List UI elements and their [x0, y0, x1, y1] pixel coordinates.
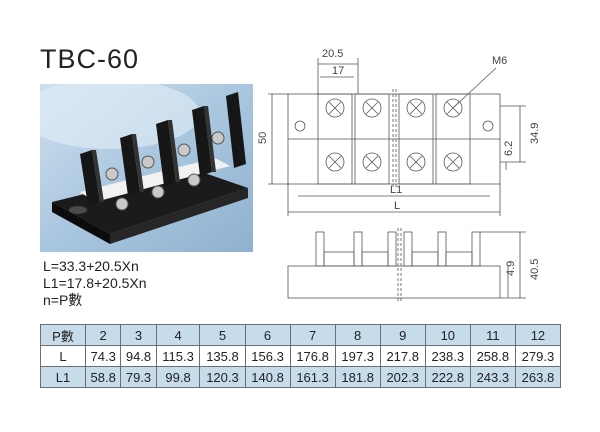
table-row: L1 58.8 79.3 99.8 120.3 140.8 161.3 181.…: [40, 366, 562, 388]
table-cell: 94.8: [120, 345, 157, 367]
table-cell: 99.8: [155, 366, 201, 388]
formula-block: L=33.3+20.5Xn L1=17.8+20.5Xn n=P數: [43, 258, 147, 309]
table-cell: 202.3: [379, 366, 426, 388]
dim-pitch: 20.5: [322, 48, 343, 60]
table-header-cell: 4: [155, 324, 201, 346]
formula-n: n=P數: [43, 292, 83, 308]
table-header-cell: 8: [334, 324, 381, 346]
table-cell: 258.8: [469, 345, 516, 367]
table-row-header: L1: [40, 366, 86, 388]
table-cell: 140.8: [244, 366, 291, 388]
table-header-cell: 6: [244, 324, 291, 346]
dim-6-2: 6.2: [503, 141, 515, 156]
table-header-cell: 5: [199, 324, 246, 346]
product-title: TBC-60: [40, 44, 140, 74]
table-cell: 120.3: [199, 366, 246, 388]
table-cell: 263.8: [514, 366, 562, 388]
table-cell: 238.3: [424, 345, 471, 367]
table-header-cell: 3: [120, 324, 157, 346]
table-cell: 135.8: [199, 345, 246, 367]
table-header-cell: 9: [379, 324, 426, 346]
table-header-cell: 10: [424, 324, 471, 346]
table-header-row: P數 2 3 4 5 6 7 8 9 10 11 12: [40, 324, 562, 346]
product-photo: [20, 79, 253, 252]
dim-4-9: 4.9: [505, 261, 517, 276]
table-row: L 74.3 94.8 115.3 135.8 156.3 176.8 197.…: [40, 345, 562, 367]
table-header-cell: 2: [84, 324, 122, 346]
table-cell: 217.8: [379, 345, 426, 367]
dim-height: 50: [258, 132, 269, 144]
table-header-cell: 11: [469, 324, 516, 346]
table-row-header: L: [40, 345, 86, 367]
table-cell: 176.8: [289, 345, 336, 367]
table-cell: 279.3: [514, 345, 562, 367]
formula-L1: L1=17.8+20.5Xn: [43, 275, 147, 291]
dim-L1: L1: [390, 184, 402, 196]
table-cell: 161.3: [289, 366, 336, 388]
dim-17: 17: [332, 65, 344, 77]
table-cell: 222.8: [424, 366, 471, 388]
table-cell: 243.3: [469, 366, 516, 388]
dim-screw: M6: [492, 55, 507, 67]
table-header-cell: 7: [289, 324, 336, 346]
table-cell: 197.3: [334, 345, 381, 367]
table-cell: 79.3: [120, 366, 157, 388]
formula-L: L=33.3+20.5Xn: [43, 258, 139, 274]
dim-L: L: [394, 200, 400, 212]
screw-icon: [105, 131, 225, 211]
table-cell: 58.8: [84, 366, 122, 388]
table-cell: 115.3: [155, 345, 201, 367]
table-header-cell: P數: [40, 324, 86, 346]
technical-drawing: 20.5 17 M6 50 34.9 6.2 L1 L 40.5 4.9: [258, 48, 541, 302]
table-header-cell: 12: [514, 324, 562, 346]
table-cell: 181.8: [334, 366, 381, 388]
dim-mount: 34.9: [529, 123, 541, 144]
table-cell: 156.3: [244, 345, 291, 367]
table-cell: 74.3: [84, 345, 122, 367]
spec-table: P數 2 3 4 5 6 7 8 9 10 11 12 L 74.3 94.8 …: [40, 324, 562, 388]
dim-40-5: 40.5: [529, 259, 541, 280]
